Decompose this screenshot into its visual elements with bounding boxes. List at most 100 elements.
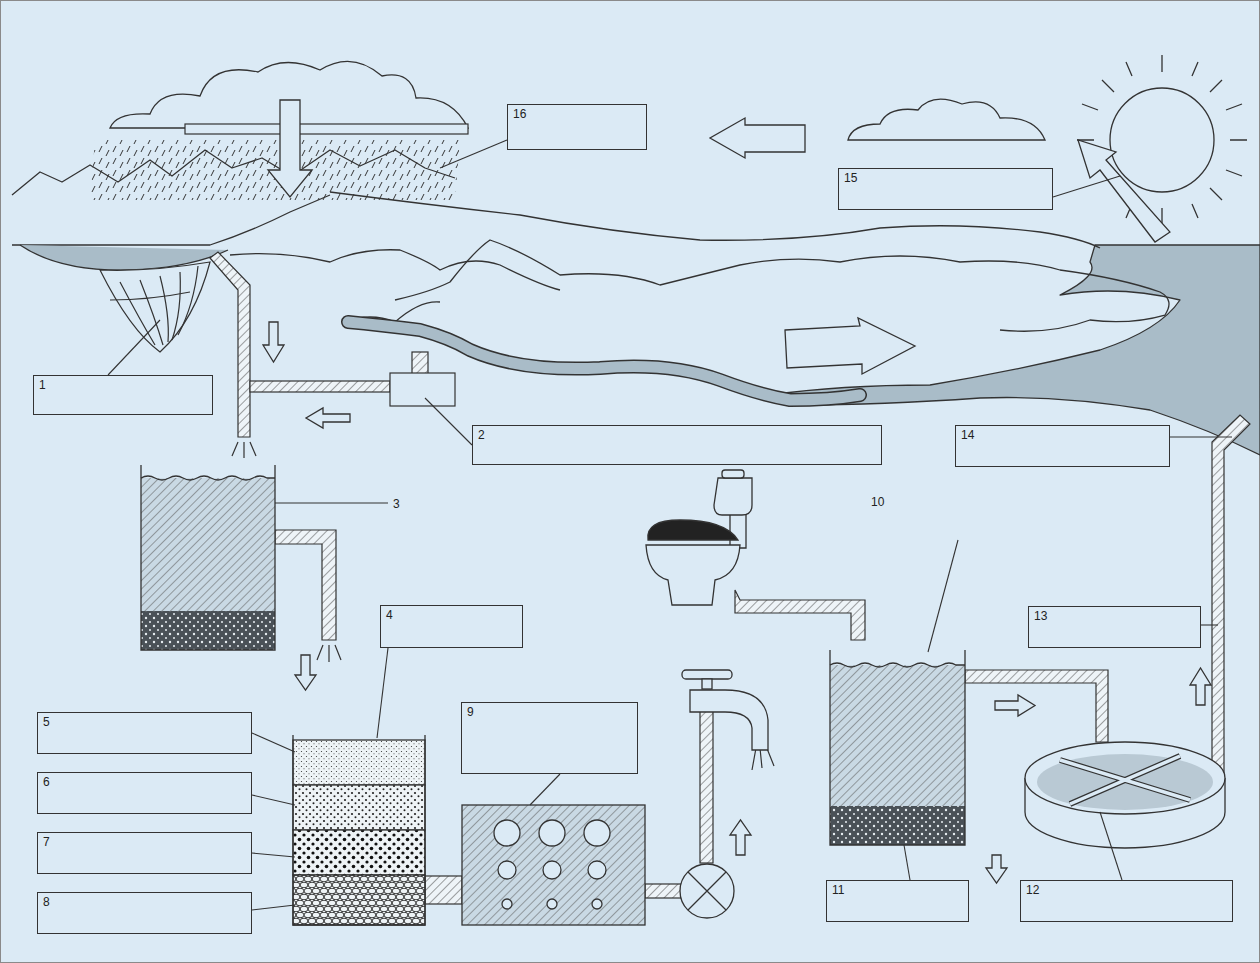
leader-lines-part — [530, 774, 560, 805]
leader-lines-part — [252, 905, 295, 910]
label-box: 15 — [838, 168, 1053, 210]
sedimentation-tank-part — [141, 476, 275, 480]
callout-number: 10 — [871, 495, 884, 509]
dam-part — [172, 272, 180, 340]
label-box: 16 — [507, 104, 647, 150]
sedimentation-tank-part — [141, 478, 275, 611]
sun-part — [1077, 55, 1247, 225]
pipes-part — [425, 876, 462, 904]
landscape-part — [395, 240, 1169, 331]
label-box: 11 — [826, 880, 969, 922]
rain-part — [185, 124, 468, 134]
dam — [100, 262, 210, 352]
toilet-part — [646, 545, 740, 605]
callout-number: 9 — [467, 705, 474, 719]
stepped-outline — [388, 495, 568, 535]
pump-and-tap-part — [680, 864, 734, 918]
label-box: 3 — [388, 495, 604, 583]
leader-lines-part — [1201, 624, 1218, 625]
leader-lines-part — [440, 140, 507, 168]
pipes-part — [412, 352, 428, 374]
sewage-tank-part — [830, 663, 965, 667]
clarifier — [1025, 742, 1225, 848]
disinfection-tank — [462, 805, 645, 925]
flow-arrows-part — [986, 855, 1007, 883]
callout-number: 3 — [393, 497, 400, 511]
leader-lines-part — [1053, 176, 1120, 197]
leader-lines-part — [1170, 436, 1232, 437]
landscape-part — [230, 250, 560, 290]
label-box: 9 — [461, 702, 638, 774]
label-box: 5 — [37, 712, 252, 754]
sprays-part — [232, 442, 256, 458]
label-box: 7 — [37, 832, 252, 874]
callout-number: 16 — [513, 107, 526, 121]
callout-number: 6 — [43, 775, 50, 789]
sprays-part — [317, 645, 341, 662]
label-box: 14 — [955, 425, 1170, 467]
pump-and-tap-part — [702, 679, 712, 689]
clarifier-part — [1060, 756, 1190, 804]
flow-arrows-part — [295, 655, 316, 690]
leader-lines-part — [904, 845, 910, 880]
flow-arrows-part — [1190, 668, 1211, 705]
pipes-part — [1200, 415, 1250, 804]
sedimentation-tank — [141, 465, 275, 650]
sun — [1077, 55, 1247, 242]
toilet-part — [730, 515, 746, 548]
sewage-tank-part — [830, 665, 965, 806]
dam-part — [140, 280, 163, 345]
clarifier-part — [1060, 756, 1190, 804]
filter-tank-part — [293, 785, 425, 830]
disinfection-tank-part — [462, 805, 645, 925]
pipes-part — [645, 884, 681, 898]
callout-number: 8 — [43, 895, 50, 909]
sedimentation-tank-part — [141, 465, 275, 650]
toilet-part — [722, 470, 744, 478]
callout-number: 11 — [832, 883, 844, 897]
leader-lines-part — [928, 540, 958, 652]
label-box: 6 — [37, 772, 252, 814]
sun-part — [1078, 140, 1170, 242]
flow-arrows-part — [710, 118, 805, 158]
disinfection-tank-part — [588, 861, 606, 879]
flow-arrows-part — [785, 318, 915, 374]
leader-lines-part — [252, 853, 295, 857]
dam-part — [178, 266, 198, 335]
label-box: 8 — [37, 892, 252, 934]
pipes-part — [250, 381, 390, 392]
toilet-part — [714, 478, 752, 515]
sewage-tank-part — [830, 806, 965, 845]
pump-and-tap — [680, 670, 768, 918]
pipes-part — [390, 373, 455, 406]
clarifier-part — [1025, 742, 1225, 814]
clouds-part — [848, 99, 1045, 140]
filter-tank — [293, 735, 425, 925]
leader-lines-part — [252, 733, 295, 752]
leader-lines — [108, 140, 1232, 910]
leader-lines-part — [377, 648, 388, 738]
sun-part — [1110, 88, 1214, 192]
dam-part — [100, 262, 210, 352]
flow-arrows-part — [995, 695, 1035, 716]
leader-lines-part — [275, 502, 388, 503]
filter-tank-part — [293, 830, 425, 875]
leader-lines-part — [1100, 812, 1122, 880]
disinfection-tank-part — [543, 861, 561, 879]
label-box: 10 — [866, 493, 1130, 583]
callout-number: 15 — [844, 171, 857, 185]
pipes-part — [275, 530, 336, 640]
callout-number: 12 — [1026, 883, 1039, 897]
landscape-part — [770, 245, 1260, 455]
toilet-part — [648, 520, 738, 540]
dam-part — [110, 292, 190, 300]
dam-part — [160, 276, 168, 342]
disinfection-tank-part — [494, 820, 520, 846]
sedimentation-tank-part — [141, 611, 275, 650]
label-box: 13 — [1028, 606, 1201, 648]
callout-number: 4 — [386, 608, 393, 622]
